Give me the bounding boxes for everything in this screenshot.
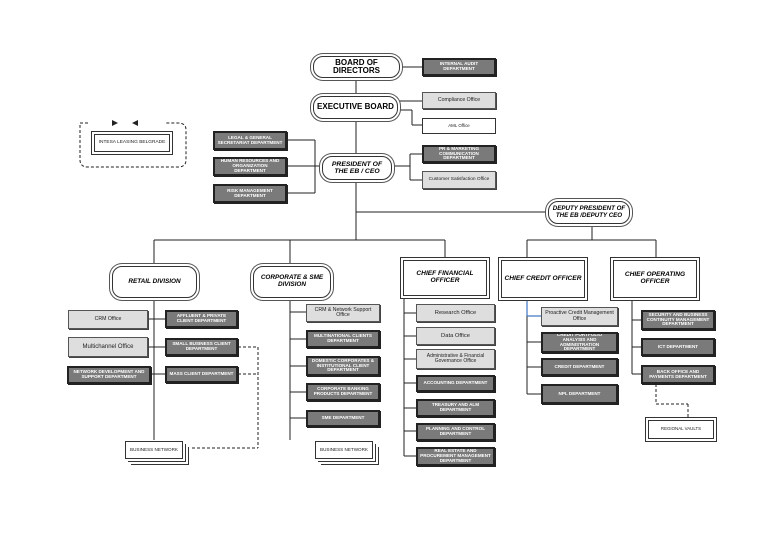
multinational-clients-department: MULTINATIONAL CLIENTS DEPARTMENT (306, 330, 380, 348)
network-development-department: NETWORK DEVELOPMENT AND SUPPORT DEPARTME… (67, 366, 151, 384)
chief-operating-officer: CHIEF OPERATING OFFICER (613, 260, 697, 298)
retail-business-network: BUSINESS NETWORK (125, 441, 183, 459)
board-of-directors: BOARD OF DIRECTORS (313, 56, 400, 78)
accounting-department: ACCOUNTING DEPARTMENT (416, 375, 495, 392)
credit-department: CREDIT DEPARTMENT (541, 358, 618, 376)
planning-control-department: PLANNING AND CONTROL DEPARTMENT (416, 423, 495, 441)
chief-financial-officer: CHIEF FINANCIAL OFFICER (403, 260, 487, 296)
intesa-leasing-belgrade: INTESA LEASING BELGRADE (94, 134, 170, 152)
affluent-private-client-department: AFFLUENT & PRIVATE CLIENT DEPARTMENT (165, 310, 238, 328)
crm-office: CRM Office (68, 310, 148, 329)
domestic-corporates-department: DOMESTIC CORPORATES & INSTITUTIONAL CLIE… (306, 356, 380, 376)
chief-credit-officer: CHIEF CREDIT OFFICER (501, 260, 585, 298)
real-estate-procurement-department: REAL ESTATE AND PROCUREMENT MANAGEMENT D… (416, 447, 495, 466)
legal-general-secretariat-department: LEGAL & GENERAL SECRETARIAT DEPARTMENT (213, 131, 287, 150)
sme-department: SME DEPARTMENT (306, 410, 380, 427)
data-office: Data Office (416, 327, 495, 345)
security-business-continuity-department: SECURITY AND BUSINESS CONTINUITY MANAGEM… (641, 310, 715, 330)
customer-satisfaction-office: Customer Satisfaction Office (422, 171, 496, 189)
back-office-payments-department: BACK OFFICE AND PAYMENTS DEPARTMENT (641, 365, 715, 384)
proactive-credit-management-office: Proactive Credit Management Office (541, 307, 618, 326)
mass-client-department: MASS CLIENT DEPARTMENT (165, 366, 238, 383)
research-office: Research Office (416, 304, 495, 322)
administrative-financial-governance-office: Administrative & Financial Governance Of… (416, 349, 495, 369)
multichannel-office: Multichannel Office (68, 337, 148, 357)
corporate-business-network: BUSINESS NETWORK (315, 441, 373, 459)
pr-marketing-department: PR & MARKETING COMMUNICATION DEPARTMENT (422, 145, 496, 163)
corporate-sme-division: CORPORATE & SME DIVISION (253, 266, 331, 298)
npl-department: NPL DEPARTMENT (541, 384, 618, 404)
corporate-banking-products-department: CORPORATE BANKING PRODUCTS DEPARTMENT (306, 383, 380, 401)
treasury-alm-department: TREASURY AND ALM DEPARTMENT (416, 399, 495, 417)
crm-network-support-office: CRM & Network Support Office (306, 304, 380, 322)
regional-vaults: REGIONAL VAULTS (648, 420, 714, 439)
risk-management-department: RISK MANAGEMENT DEPARTMENT (213, 184, 287, 203)
compliance-office: Compliance Office (422, 92, 496, 109)
president-ceo: PRESIDENT OF THE EB / CEO (322, 156, 392, 180)
aml-office: AML Office (422, 118, 496, 134)
executive-board: EXECUTIVE BOARD (313, 96, 398, 119)
human-resources-department: HUMAN RESOURCES AND ORGANIZATION DEPARTM… (213, 157, 287, 176)
deputy-president-ceo: DEPUTY PRESIDENT OF THE EB /DEPUTY CEO (548, 201, 630, 224)
credit-portfolio-analysis-department: CREDIT PORTFOLIO ANALYSIS AND ADMINISTRA… (541, 332, 618, 353)
ict-department: ICT DEPARTMENT (641, 338, 715, 356)
small-business-client-department: SMALL BUSINESS CLIENT DEPARTMENT (165, 338, 238, 356)
internal-audit-department: INTERNAL AUDIT DEPARTMENT (422, 58, 496, 76)
retail-division: RETAIL DIVISION (112, 266, 197, 298)
